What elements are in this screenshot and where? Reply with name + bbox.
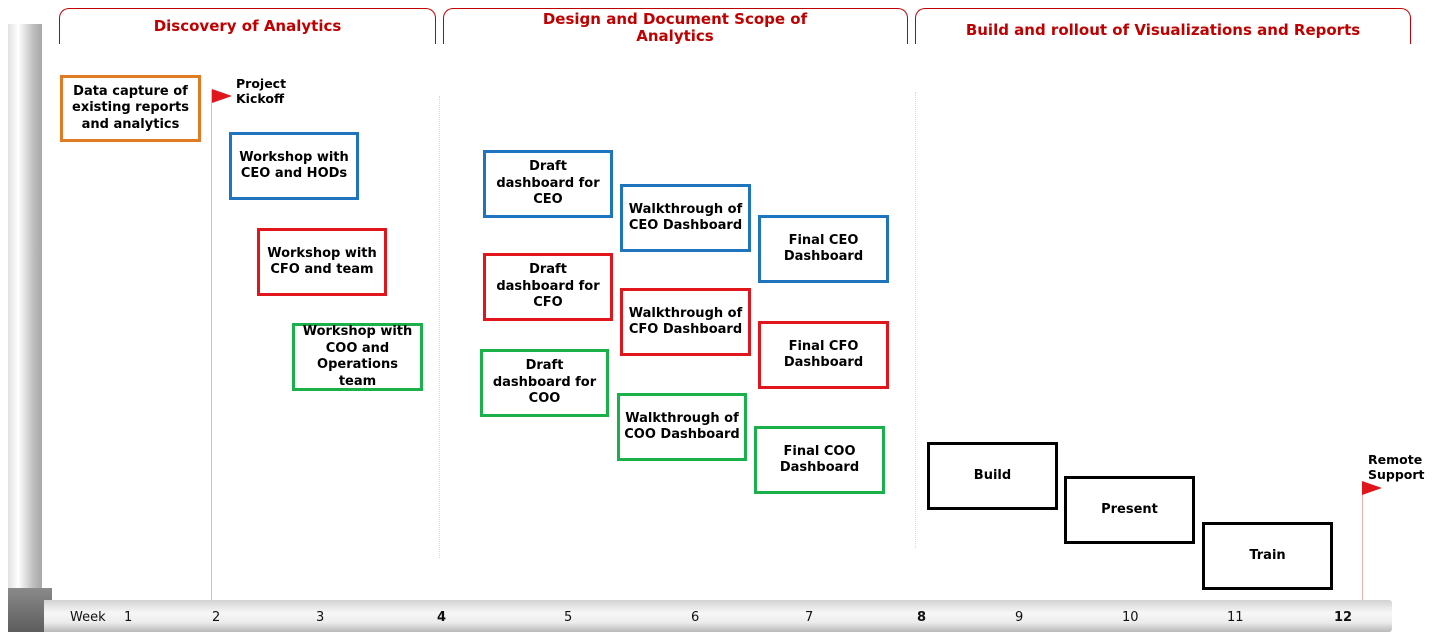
week-10: 10 — [1122, 610, 1139, 625]
kickoff-flag-icon — [212, 89, 232, 103]
task-workshop-coo: Workshop with COO and Operations team — [292, 323, 423, 391]
week-2: 2 — [212, 610, 221, 625]
week-6: 6 — [691, 610, 700, 625]
support-line — [1362, 482, 1363, 600]
task-draft-coo: Draft dashboard for COO — [480, 349, 609, 417]
phase-title-design: Design and Document Scope of Analytics — [542, 10, 808, 45]
task-final-cfo: Final CFO Dashboard — [758, 321, 889, 389]
phase-bracket-build — [915, 8, 1411, 44]
support-label: Remote Support — [1368, 452, 1425, 482]
timeline-vertical-bar — [8, 24, 42, 596]
week-11: 11 — [1227, 610, 1244, 625]
task-walkthrough-coo: Walkthrough of COO Dashboard — [617, 393, 747, 461]
task-train: Train — [1202, 522, 1333, 590]
timeline-axis-bar — [44, 600, 1392, 632]
week-3: 3 — [316, 610, 325, 625]
kickoff-label: Project Kickoff — [236, 76, 287, 106]
task-final-coo: Final COO Dashboard — [754, 426, 885, 494]
week-12: 12 — [1334, 610, 1353, 625]
support-flag-icon — [1362, 481, 1382, 495]
kickoff-line — [211, 90, 212, 602]
phase-title-discovery: Discovery of Analytics — [153, 17, 342, 35]
axis-label-week: Week — [70, 610, 106, 625]
task-workshop-ceo: Workshop with CEO and HODs — [229, 132, 359, 200]
week-1: 1 — [124, 610, 133, 625]
week-9: 9 — [1015, 610, 1024, 625]
task-build: Build — [927, 442, 1058, 510]
week-5: 5 — [564, 610, 573, 625]
week-8: 8 — [917, 610, 927, 625]
task-present: Present — [1064, 476, 1195, 544]
task-final-ceo: Final CEO Dashboard — [758, 215, 889, 283]
task-draft-cfo: Draft dashboard for CFO — [483, 253, 613, 321]
week-4: 4 — [437, 610, 447, 625]
phase-title-build: Build and rollout of Visualizations and … — [965, 21, 1361, 39]
task-walkthrough-ceo: Walkthrough of CEO Dashboard — [620, 184, 751, 252]
task-draft-ceo: Draft dashboard for CEO — [483, 150, 613, 218]
phase-separator-week-8 — [915, 92, 916, 548]
phase-bracket-design — [443, 8, 908, 44]
phase-bracket-discovery — [59, 8, 436, 44]
task-workshop-cfo: Workshop with CFO and team — [257, 228, 387, 296]
phase-separator-week-4 — [439, 96, 440, 558]
task-walkthrough-cfo: Walkthrough of CFO Dashboard — [620, 288, 751, 356]
week-7: 7 — [805, 610, 814, 625]
task-data-capture: Data capture of existing reports and ana… — [60, 75, 201, 142]
